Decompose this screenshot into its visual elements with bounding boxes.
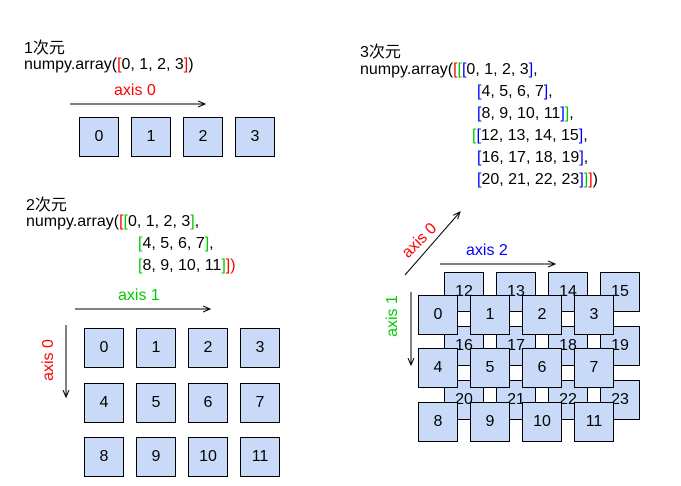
d3-code-line-5: [16, 17, 18, 19], [477, 147, 588, 169]
d2-row-post: , [194, 213, 200, 230]
d1-cell: 1 [131, 117, 171, 157]
d2-row-close: ] [190, 213, 195, 230]
d1-cell: 3 [235, 117, 275, 157]
d3-row-body: 0, 1, 2, 3 [466, 61, 529, 78]
d3-mid-open: [ [457, 61, 462, 78]
d3-row-open: [ [461, 61, 467, 78]
d3-row-close: ] [528, 61, 534, 78]
d2-cell: 8 [84, 437, 124, 477]
d2-row-open: [ [138, 257, 143, 274]
d3-front-cell: 10 [522, 402, 562, 442]
d3-mid-close: ] [583, 171, 589, 188]
d2-cell: 6 [188, 383, 228, 423]
d3-row-post: , [548, 83, 553, 100]
d3-title: 3次元 [360, 44, 401, 61]
d1-open-bracket: [ [117, 56, 122, 73]
d3-front-cell: 8 [418, 402, 458, 442]
d3-code-line-4: [[12, 13, 14, 15], [472, 125, 588, 147]
d3-row-post: , [583, 127, 588, 144]
d2-cell: 2 [188, 328, 228, 368]
d3-row-body: 16, 17, 18, 19 [481, 149, 580, 166]
d3-row-body: 4, 5, 6, 7 [481, 83, 544, 100]
d2-row-body: 4, 5, 6, 7 [142, 235, 205, 252]
d2-axis0-label: axis 0 [40, 339, 57, 381]
d3-row-close: ] [578, 127, 584, 144]
d3-row-post: , [533, 61, 538, 78]
d3-code-line-3: [8, 9, 10, 11]], [477, 103, 574, 125]
d3-row-close: ] [560, 105, 565, 122]
d3-row-body: 20, 21, 22, 23 [481, 171, 580, 188]
d2-cell: 9 [136, 437, 176, 477]
d3-row-close: ] [579, 171, 584, 188]
d2-code-prefix: numpy.array( [26, 213, 120, 230]
d2-axis1-label: axis 1 [118, 287, 160, 304]
d3-front-cell: 1 [470, 295, 510, 335]
d2-row-post: , [209, 235, 214, 252]
d3-code-line-6: [20, 21, 22, 23]]]) [477, 169, 598, 191]
d2-cell: 5 [136, 383, 176, 423]
d2-code-line-1: numpy.array([[0, 1, 2, 3], [26, 211, 199, 233]
d3-front-cell: 0 [418, 295, 458, 335]
d1-axis0-label: axis 0 [114, 82, 156, 99]
d2-code-line-2: [4, 5, 6, 7], [138, 233, 214, 255]
d2-row-body: 8, 9, 10, 11 [142, 257, 222, 274]
d2-cell: 0 [84, 328, 124, 368]
d3-axis1-label: axis 1 [384, 295, 401, 337]
d2-cell: 10 [188, 437, 228, 477]
d3-front-cell: 7 [574, 348, 614, 388]
d3-axis0-arrow [404, 212, 460, 276]
d3-front-cell: 3 [574, 295, 614, 335]
d1-title: 1次元 [24, 40, 65, 57]
d2-row-open: [ [138, 235, 143, 252]
d1-code-body: 0, 1, 2, 3 [121, 56, 184, 73]
d2-row-close: ] [204, 235, 210, 252]
d3-code-suffix: ) [592, 171, 598, 188]
d3-row-close: ] [579, 149, 584, 166]
d1-code-suffix: ) [188, 56, 194, 73]
d3-front-cell: 5 [470, 348, 510, 388]
d1-code-prefix: numpy.array( [24, 56, 118, 73]
d3-front-cell: 6 [522, 348, 562, 388]
d1-cell: 2 [183, 117, 223, 157]
d3-row-body: 8, 9, 10, 11 [481, 105, 561, 122]
d3-code-prefix: numpy.array( [360, 61, 454, 78]
d3-mid-open: [ [472, 127, 477, 144]
d2-cell: 7 [240, 383, 280, 423]
d2-cell: 11 [240, 437, 280, 477]
d1-code: numpy.array([0, 1, 2, 3]) [24, 54, 194, 76]
d3-front-cell: 4 [418, 348, 458, 388]
d3-outer-close: ] [588, 171, 593, 188]
d2-row-open: [ [123, 213, 128, 230]
d3-row-open: [ [477, 105, 482, 122]
d3-code-line-2: [4, 5, 6, 7], [477, 81, 553, 103]
d3-row-open: [ [477, 83, 482, 100]
d3-row-open: [ [477, 149, 482, 166]
d3-row-open: [ [476, 127, 481, 144]
d2-cell: 3 [240, 328, 280, 368]
d3-front-cell: 2 [522, 295, 562, 335]
d3-front-cell: 9 [470, 402, 510, 442]
d3-row-open: [ [477, 171, 482, 188]
d2-row-close: ] [221, 257, 226, 274]
d2-outer-open: [ [119, 213, 124, 230]
d2-row-body: 0, 1, 2, 3 [127, 213, 191, 230]
d3-mid-close: ] [564, 105, 570, 122]
d3-row-post: , [583, 149, 589, 166]
d1-cell: 0 [79, 117, 119, 157]
d1-close-bracket: ] [183, 56, 189, 73]
d2-title: 2次元 [26, 197, 67, 214]
d3-row-close: ] [543, 83, 549, 100]
d3-row-post: , [569, 105, 574, 122]
d3-code-line-1: numpy.array([[[0, 1, 2, 3], [360, 59, 538, 81]
d3-axis2-label: axis 2 [466, 242, 508, 259]
d2-code-line-3: [8, 9, 10, 11]]) [138, 255, 236, 277]
d3-front-cell: 11 [574, 402, 614, 442]
d3-row-body: 12, 13, 14, 15 [480, 127, 579, 144]
d2-cell: 4 [84, 383, 124, 423]
d2-cell: 1 [136, 328, 176, 368]
d2-outer-close: ]) [225, 257, 236, 274]
d3-outer-open: [ [453, 61, 458, 78]
